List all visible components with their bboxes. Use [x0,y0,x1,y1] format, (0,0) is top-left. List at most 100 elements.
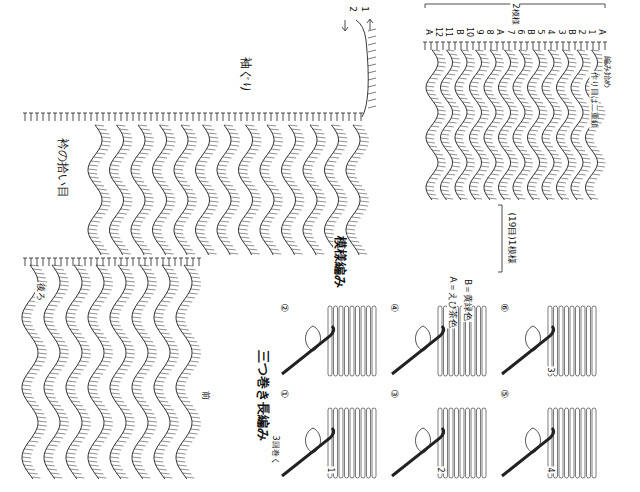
stitch-mark [137,401,146,402]
wave-row [196,125,210,255]
stitch-mark [125,429,134,430]
stitch-mark [293,149,302,150]
stitch-mark [101,113,105,114]
stitch-mark [46,309,55,310]
stitch-mark [451,118,459,119]
stitch-mark [505,50,513,51]
chart-label: ③ [389,389,400,400]
stitch-mark [433,74,441,75]
stitch-mark [481,166,489,167]
stitch-mark [44,461,53,462]
wave-row [110,125,124,255]
stitch-mark [141,189,150,190]
stitch-mark [203,125,212,126]
stitch-mark [524,166,532,167]
stitch-mark [524,66,532,67]
stitch-mark [88,169,97,170]
stitch-mark [155,258,159,259]
stitch-mark [120,437,129,438]
stitch-mark [316,145,325,146]
stitch-mark [88,457,97,458]
stitch-mark [429,42,433,43]
stitch-mark [132,317,141,318]
stitch-mark [219,237,228,238]
stitch-mark [131,229,140,230]
stitch-mark [453,42,457,43]
stitch-mark [514,134,522,135]
wave-row [110,265,126,479]
stitch-mark [571,138,579,139]
stitch-mark [70,329,79,330]
stitch-mark [317,197,326,198]
stitch-mark [282,173,291,174]
stitch-mark [542,86,550,87]
stitch-mark [581,70,589,71]
stitch-mark [174,229,183,230]
stitch-mark [190,345,199,346]
stitch-mark [544,130,552,131]
stitch-mark [117,301,126,302]
stitch-mark [166,197,175,198]
stitch-mark [154,461,163,462]
stitch-mark [521,122,529,123]
stitch-mark [118,213,127,214]
stitch-mark [37,429,46,430]
stitch-mark [231,201,240,202]
stitch-mark [156,309,165,310]
stitch-mark [552,106,560,107]
stitch-mark [119,337,128,338]
stitch-mark [61,113,62,121]
stitch-mark [44,317,53,318]
stitch-mark [188,341,197,342]
stitch-mark [188,141,197,142]
stitch-mark [104,349,113,350]
stitch-mark [176,177,185,178]
stitch-mark [178,325,187,326]
stitch-mark [592,174,600,175]
stitch-mark [119,189,128,190]
stitch-mark [519,42,523,43]
stitch-mark [24,449,33,450]
stitch-mark [182,373,191,374]
fabric-stitch [471,408,475,478]
stitch-mark [161,153,170,154]
stitch-mark [587,42,588,50]
stitch-mark [455,42,456,50]
stitch-mark [470,86,478,87]
stitch-mark [33,409,42,410]
stitch-mark [139,113,140,121]
stitch-mark [456,142,464,143]
stitch-mark [529,82,537,83]
stitch-mark [239,165,248,166]
stitch-mark [110,169,119,170]
stitch-mark [60,349,69,350]
stitch-mark [191,258,195,259]
fabric-stitch [372,408,376,478]
stitch-mark [465,170,473,171]
fabric-stitch [477,408,481,478]
stitch-mark [184,265,193,266]
bracket [498,205,502,272]
stitch-mark [27,445,36,446]
stitch-mark [313,113,314,121]
chart-label: 4 [546,28,555,35]
stitch-mark [515,194,523,195]
stitch-mark [435,42,439,43]
stitch-mark [37,113,38,121]
stitch-mark [177,453,186,454]
stitch-mark [22,385,31,386]
stitch-mark [478,54,486,55]
stitch-mark [51,301,60,302]
stitch-mark [543,134,551,135]
stitch-mark [177,221,186,222]
stitch-mark [586,190,594,191]
stitch-mark [343,113,344,121]
stitch-mark [200,241,209,242]
stitch-mark [155,453,164,454]
stitch-mark [101,205,110,206]
stitch-mark [161,333,170,334]
stitch-mark [542,190,550,191]
stitch-mark [79,113,80,121]
stitch-mark [161,213,170,214]
stitch-mark [326,177,335,178]
